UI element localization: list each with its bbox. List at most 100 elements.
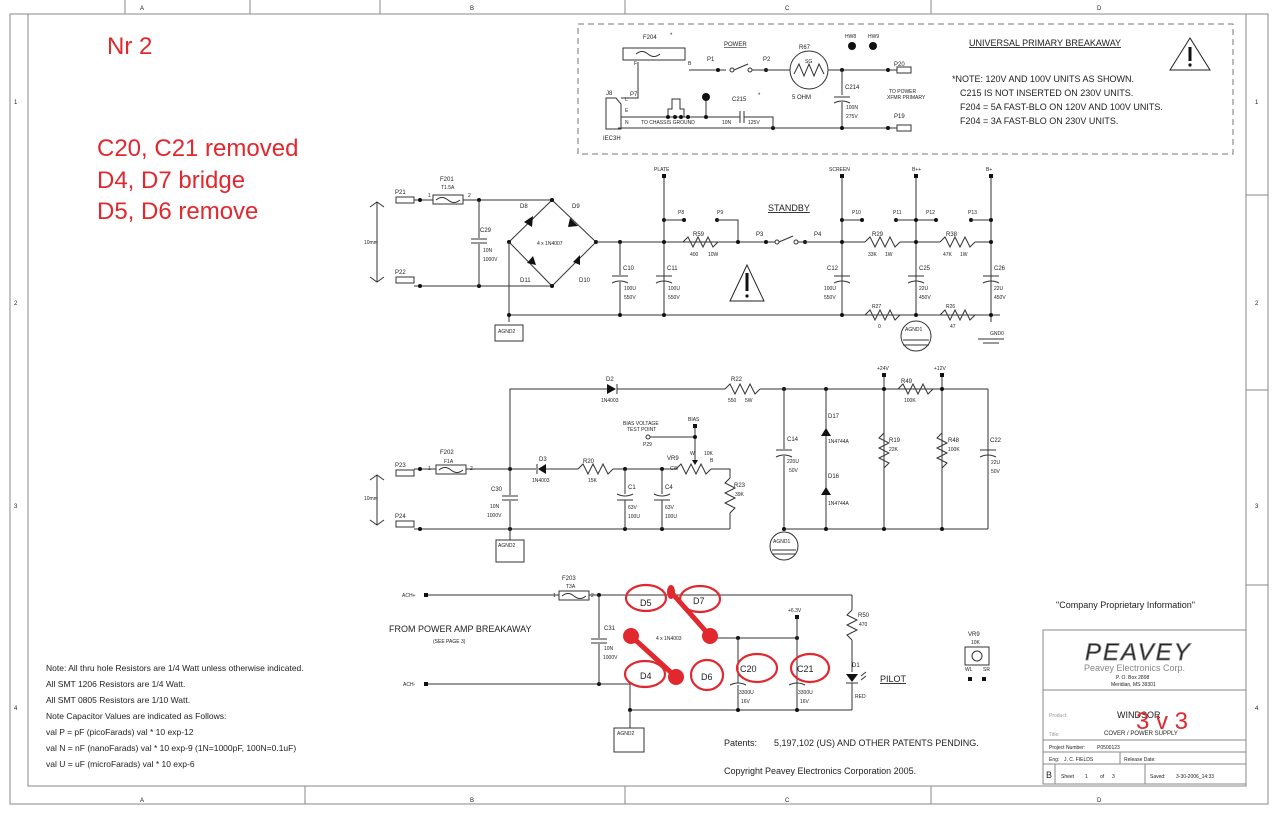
vr9-pin-wl: WL — [965, 667, 973, 673]
r50-label: R50 — [858, 613, 870, 619]
bp-rail-pin — [989, 174, 993, 178]
c11-voltage: 550V — [668, 295, 680, 301]
f202-value: F1A — [444, 459, 454, 465]
row-label-4-right: 4 — [1255, 706, 1259, 712]
sheet-of-label: of — [1100, 774, 1105, 780]
breakaway-note-3: F204 = 5A FAST-BLO ON 120V AND 100V UNIT… — [960, 102, 1163, 112]
c214-voltage: 275V — [846, 114, 858, 120]
d6-label: D6 — [701, 672, 713, 682]
p4-label: P4 — [814, 232, 822, 238]
company-address-2: Meridian, MS 39301 — [1111, 682, 1156, 688]
j8-pin-e: E — [625, 108, 629, 114]
row-label-3-right: 3 — [1255, 504, 1259, 510]
breakaway-note-2: C215 IS NOT INSERTED ON 230V UNITS. — [960, 88, 1133, 98]
c10-label: C10 — [623, 266, 635, 272]
r26-label: R26 — [946, 304, 955, 310]
hw9-mount — [869, 42, 877, 50]
j8-pin-n: N — [625, 120, 629, 126]
d2-label: D2 — [606, 377, 614, 383]
bias-test-label-1: BIAS VOLTAGE — [623, 421, 659, 427]
p9-label: P9 — [717, 210, 723, 216]
column-label-d: D — [1097, 6, 1102, 12]
company-name: Peavey Electronics Corp. — [1084, 663, 1185, 673]
c11-label: C11 — [667, 266, 678, 272]
note-line-2: All SMT 1206 Resistors are 1/4 Watt. — [46, 679, 185, 689]
r27-label: R27 — [872, 304, 881, 310]
note-line-1: Note: All thru hole Resistors are 1/4 Wa… — [46, 663, 304, 673]
resistor-r50 — [845, 609, 859, 641]
p11-label: P11 — [893, 210, 902, 216]
p23-terminal — [395, 469, 415, 477]
diode-d2 — [607, 384, 616, 394]
sheet-number: 1 — [1085, 774, 1088, 780]
r22-power: 5W — [745, 398, 753, 404]
c12-voltage: 550V — [824, 295, 836, 301]
p24-terminal — [395, 520, 415, 528]
resistor-r23 — [723, 477, 737, 514]
chassis-ground-label: TO CHASSIS GROUND — [641, 120, 695, 126]
vr9-pin-cw: CW — [670, 466, 679, 472]
ground-screw — [702, 93, 710, 101]
column-label-a-bottom: A — [140, 798, 144, 804]
agnd1-ground-symbol-bias — [769, 531, 799, 561]
annotation-line-3: D5, D6 remove — [97, 198, 258, 225]
r38-value: 47K — [943, 252, 953, 258]
drawing-title: COVER / POWER SUPPLY — [1104, 731, 1178, 737]
resistor-r38 — [939, 235, 976, 249]
column-label-d-bottom: D — [1097, 798, 1102, 804]
annotation-version: 3 v 3 — [1136, 708, 1188, 735]
r29-label: R29 — [872, 232, 884, 238]
project-number: P0500123 — [1097, 745, 1120, 751]
resistor-r27 — [864, 308, 901, 322]
bridge-rectifier-hv: D8 D9 D11 D10 4 x 1N4007 — [507, 198, 598, 288]
note-line-5: val P = pF (picoFarads) val * 10 exp-12 — [46, 727, 194, 737]
r19-value: 22K — [889, 447, 899, 453]
r23-label: R23 — [734, 483, 746, 489]
d17-part: 1N4744A — [828, 439, 850, 445]
warning-triangle-icon — [729, 263, 765, 302]
p19-terminal — [896, 124, 912, 132]
patents-text: 5,197,102 (US) AND OTHER PATENTS PENDING… — [774, 738, 979, 748]
bridge-part-label: 4 x 1N4007 — [537, 241, 563, 247]
column-label-c-bottom: C — [785, 798, 790, 804]
vr9-pin-w: W — [690, 451, 695, 457]
vr9-footprint: VR9 10K WL SR — [964, 632, 990, 681]
vr9-pin-b: B — [710, 458, 714, 464]
plate-rail-pin — [662, 174, 666, 178]
c31-label: C31 — [604, 626, 616, 632]
c214-value: 100N — [846, 105, 858, 111]
hw8-label: HW8 — [845, 34, 856, 40]
c26-voltage: 450V — [994, 295, 1006, 301]
c1-value: 100U — [628, 514, 640, 520]
c26-value: 22U — [994, 286, 1004, 292]
c20-label: C20 — [740, 664, 757, 674]
p7-jumper — [667, 98, 685, 117]
d11-label: D11 — [520, 278, 531, 284]
row-label-1: 1 — [14, 100, 18, 106]
eng-label: Eng: — [1049, 757, 1059, 763]
agnd1-ground-symbol — [900, 320, 932, 352]
heater-bridge-part: 4 x 1N4003 — [656, 636, 682, 642]
p22-terminal — [395, 276, 415, 284]
resistor-r49 — [897, 382, 934, 396]
p29-label: P29 — [643, 442, 652, 448]
plus12-label: +12V — [934, 366, 946, 372]
bias-spacing-label: 10mm — [364, 496, 378, 502]
f201-pin1: 1 — [428, 193, 431, 199]
vr9-footprint-value: 10K — [971, 640, 981, 646]
resistor-r26 — [939, 308, 976, 322]
annotation-circle-c21 — [789, 652, 831, 684]
diode-d11 — [527, 256, 536, 265]
p29-test-point[interactable] — [645, 434, 651, 440]
sheet-size: B — [1046, 770, 1052, 780]
power-switch — [733, 63, 749, 71]
r49-label: R49 — [901, 379, 913, 385]
d2-part: 1N4003 — [601, 398, 619, 404]
c12-value: 100U — [824, 286, 836, 292]
c25-label: C25 — [919, 266, 931, 272]
agnd2-label-heater: AGND2 — [617, 731, 634, 737]
c215-value: 10N — [722, 120, 732, 126]
annotation-circle-d5 — [624, 583, 668, 613]
zener-d17 — [821, 428, 831, 436]
c10-voltage: 550V — [624, 295, 636, 301]
